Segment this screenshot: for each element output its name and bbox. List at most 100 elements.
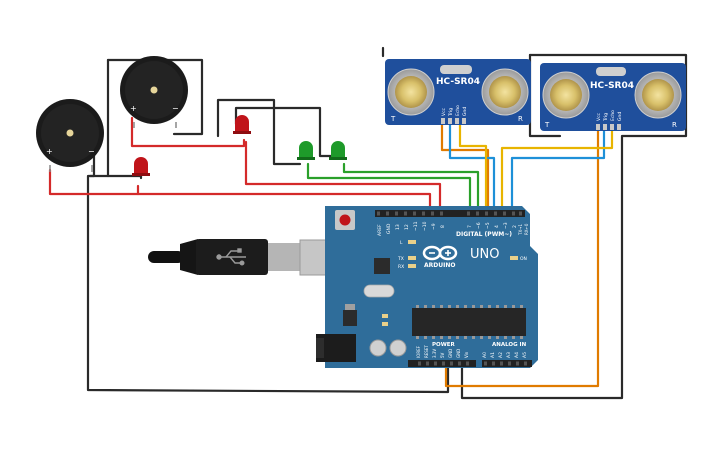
pin-label: GND <box>386 223 392 234</box>
pin-label: AREF <box>377 224 383 236</box>
sensor-model-label: HC-SR04 <box>436 77 480 87</box>
pin-label: 5V <box>440 352 445 358</box>
power-header[interactable] <box>408 360 476 367</box>
capacitor <box>389 339 407 357</box>
buzzer-right[interactable]: + − <box>120 56 188 128</box>
pin-label: GND <box>456 349 461 358</box>
analog-label: ANALOG IN <box>492 342 527 348</box>
led-green-1[interactable] <box>297 141 315 160</box>
buzzer-minus-label: − <box>172 104 179 113</box>
led-label-l: L <box>400 240 403 246</box>
wire-black[interactable] <box>234 106 334 158</box>
pin-label-gnd: Gnd <box>617 112 623 121</box>
sensor-corner-left: T <box>544 121 550 129</box>
wire-black[interactable] <box>86 148 450 394</box>
sensor-pin-labels: Vcc Trig Echo Gnd <box>441 105 468 117</box>
wire-yellow[interactable] <box>458 122 488 214</box>
pin-label: A1 <box>490 352 496 358</box>
power-pin-labels: IOREF RESET 3.3V 5V GND GND Vin <box>416 345 469 358</box>
wires <box>48 46 688 400</box>
pin-label-echo: Echo <box>610 110 616 121</box>
pin-label: Vin <box>464 351 469 358</box>
wire-blue[interactable] <box>448 122 496 214</box>
sensor-model-label: HC-SR04 <box>590 81 634 91</box>
wire-red[interactable] <box>48 168 432 214</box>
crystal <box>363 284 395 298</box>
pin-label: 8 <box>440 225 446 228</box>
power-label: POWER <box>432 342 456 348</box>
pin-label: A3 <box>506 352 512 358</box>
wire-black[interactable] <box>460 53 688 400</box>
buzzer-minus-label: − <box>88 147 95 156</box>
pin-label: RX←0 <box>524 223 529 235</box>
sensor-corner-right: R <box>518 115 523 123</box>
pin-label: TX→1 <box>518 223 523 236</box>
arduino-model: UNO <box>470 247 499 262</box>
sensor-corner-right: R <box>672 121 677 129</box>
wire-orange[interactable] <box>444 128 600 388</box>
wire-blue[interactable] <box>510 128 606 214</box>
led-label-rx: RX <box>398 264 404 270</box>
usb-icon <box>216 248 246 266</box>
buzzer-plus-label: + <box>130 104 137 113</box>
wire-red[interactable] <box>130 116 246 148</box>
pin-label: A2 <box>498 352 504 358</box>
led-red-1[interactable] <box>132 157 150 176</box>
pin-label-echo: Echo <box>455 105 461 116</box>
pin-label-trig: Trig <box>448 108 454 117</box>
pin-label: 12 <box>404 224 410 230</box>
wire-green[interactable] <box>342 162 480 214</box>
atmega-chip <box>412 308 526 336</box>
buzzer-plus-label: + <box>46 147 53 156</box>
pin-label-vcc: Vcc <box>596 112 602 121</box>
pin-label: 2 <box>512 225 518 228</box>
digital-header[interactable] <box>375 210 525 217</box>
pin-label: ~3 <box>503 222 509 229</box>
ultrasonic-sensor-2[interactable]: HC-SR04 T R Vcc Trig Echo Gnd <box>540 63 686 131</box>
capacitor <box>369 339 387 357</box>
onboard-leds: L TX RX ON <box>397 240 527 270</box>
led-label-tx: TX <box>397 256 404 262</box>
pin-label: RESET <box>424 345 429 358</box>
pin-label-vcc: Vcc <box>441 107 447 116</box>
pin-label: ~5 <box>485 222 491 229</box>
pin-label-trig: Trig <box>603 113 609 122</box>
analog-header[interactable] <box>482 360 532 367</box>
pin-label-gnd: Gnd <box>462 107 468 116</box>
pin-label: 13 <box>395 224 401 230</box>
arduino-uno[interactable]: AREF GND 13 12 ~11 ~10 ~9 8 7 ~6 ~5 4 ~3… <box>316 206 538 368</box>
on-label: ON <box>520 256 527 262</box>
pin-label: A4 <box>514 352 520 358</box>
wire-green[interactable] <box>306 162 472 214</box>
ultrasonic-sensor-1[interactable]: HC-SR04 T R Vcc Trig Echo Gnd <box>385 59 531 125</box>
usb-cable[interactable] <box>148 239 339 276</box>
arduino-brand: ARDUINO <box>424 262 455 269</box>
wire-yellow[interactable] <box>500 128 614 214</box>
wire-black[interactable] <box>106 174 143 180</box>
pin-label: 4 <box>494 225 500 228</box>
pin-label: A0 <box>482 352 488 358</box>
led-red-2[interactable] <box>233 115 251 134</box>
pin-label: ~11 <box>413 221 419 231</box>
pin-label: A5 <box>522 352 528 358</box>
wire-black[interactable] <box>216 98 302 166</box>
pin-label: ~6 <box>476 222 482 229</box>
arduino-logo-icon <box>422 245 458 261</box>
pin-label: 7 <box>467 225 473 228</box>
pin-label: ~10 <box>422 221 428 231</box>
wire-red[interactable] <box>244 140 442 214</box>
pin-label: GND <box>448 349 453 358</box>
led-green-2[interactable] <box>329 141 347 160</box>
usb-controller-chip <box>374 258 390 274</box>
digital-label: DIGITAL (PWM~) <box>456 231 512 238</box>
digital-pin-labels: AREF GND 13 12 ~11 ~10 ~9 8 7 ~6 ~5 4 ~3… <box>377 221 529 236</box>
buzzer-left[interactable]: + − <box>36 99 104 172</box>
wire-orange[interactable] <box>440 122 490 214</box>
sensor-pin-labels: Vcc Trig Echo Gnd <box>596 110 623 122</box>
reset-button[interactable] <box>335 210 355 230</box>
pin-label: IOREF <box>416 345 421 358</box>
voltage-regulator <box>343 310 357 326</box>
pin-label: 3.3V <box>432 349 437 358</box>
sensor-corner-left: T <box>390 115 396 123</box>
